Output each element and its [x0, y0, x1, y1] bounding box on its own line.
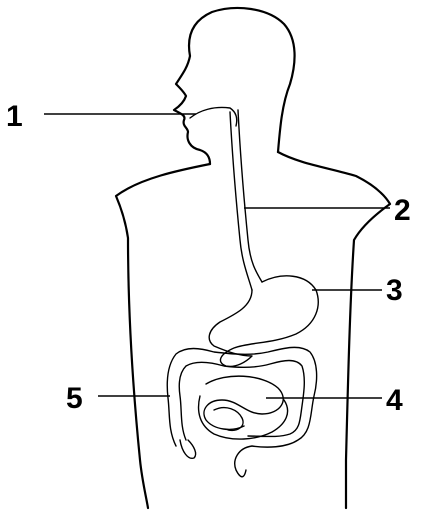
number-labels: 1 2 3 4 5	[6, 100, 411, 417]
leader-lines	[44, 114, 390, 398]
torso-outline-right	[278, 152, 390, 508]
esophagus-right-wall	[238, 110, 262, 282]
large-intestine	[167, 347, 316, 476]
torso-outline-left	[116, 164, 210, 508]
colon-inner	[179, 361, 304, 441]
small-intestine	[199, 376, 288, 439]
upper-digestive-tract	[190, 107, 318, 366]
label-5: 5	[66, 382, 83, 415]
small-intestine-coil-3	[214, 408, 243, 431]
label-1: 1	[6, 100, 23, 133]
label-3: 3	[386, 274, 403, 307]
appendix	[180, 440, 196, 458]
label-2: 2	[394, 194, 411, 227]
body-outline	[116, 8, 390, 508]
esophagus-left-wall	[230, 112, 252, 290]
head-outline	[174, 8, 295, 164]
label-4: 4	[386, 384, 403, 417]
